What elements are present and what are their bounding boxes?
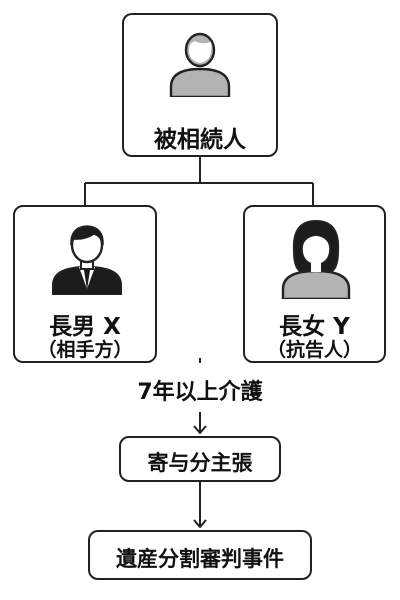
eldest-daughter-name: 長女 Y [279, 314, 350, 340]
man-in-suit-icon [52, 225, 122, 295]
eldest-son-box: 長男 X （相手方） [13, 205, 157, 363]
decedent-label: 被相続人 [154, 127, 246, 153]
arrow-down-icon [193, 412, 207, 434]
care-duration-label: 7年以上介護 [137, 380, 263, 405]
woman-icon [281, 219, 351, 299]
person-neutral-icon [169, 32, 231, 97]
eldest-son-role: （相手方） [37, 339, 133, 361]
eldest-daughter-box: 長女 Y （抗告人） [243, 205, 386, 363]
case-title-box: 遺産分割審判事件 [88, 530, 312, 580]
eldest-son-name: 長男 X [49, 314, 121, 340]
contribution-claim-label: 寄与分主張 [147, 451, 253, 475]
decedent-box: 被相続人 [122, 13, 278, 157]
arrow-down-icon [193, 482, 207, 528]
case-title-label: 遺産分割審判事件 [116, 547, 284, 571]
eldest-daughter-role: （抗告人） [266, 339, 362, 361]
contribution-claim-box: 寄与分主張 [119, 436, 281, 482]
separator-dot [199, 358, 201, 363]
